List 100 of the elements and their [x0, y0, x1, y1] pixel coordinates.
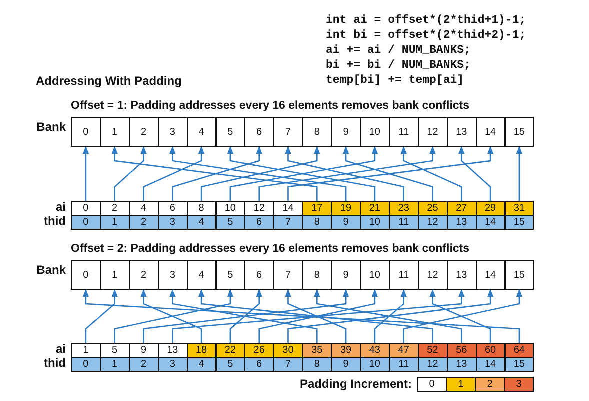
- thread-id-cell: 4: [186, 357, 216, 372]
- arrow: [172, 289, 465, 343]
- arrow: [172, 146, 262, 201]
- legend-swatch: 2: [475, 377, 505, 392]
- thread-id-cell: 3: [158, 215, 188, 230]
- bank-cell: 5: [216, 260, 246, 290]
- arrow: [258, 289, 378, 343]
- thread-id-cell: 9: [331, 215, 361, 230]
- legend-title: Padding Increment:: [300, 377, 412, 391]
- arrow: [82, 289, 520, 343]
- diagram-title: Addressing With Padding: [36, 74, 182, 88]
- thread-id-cell: 0: [71, 357, 101, 372]
- arrow: [430, 289, 492, 343]
- row-label: ai: [56, 200, 66, 214]
- bank-cell: 10: [360, 260, 390, 290]
- section-heading: Offset = 2: Padding addresses every 16 elements removes bank conflicts: [71, 243, 470, 255]
- thread-id-cell: 12: [418, 215, 448, 230]
- thread-id-cell: 13: [446, 215, 477, 230]
- thread-id-cell: 8: [302, 215, 332, 230]
- thread-id-cell: 14: [476, 357, 506, 372]
- address-cell: 8: [186, 201, 216, 216]
- address-cell: 0: [71, 201, 101, 216]
- bank-cell: 7: [273, 260, 304, 290]
- bank-cell: 11: [388, 117, 419, 147]
- bank-cell: 2: [128, 260, 159, 290]
- address-cell: 60: [476, 343, 506, 358]
- legend-swatch: 0: [417, 377, 447, 392]
- code-line: bi += bi / NUM_BANKS;: [326, 59, 471, 72]
- bank-cell: 13: [446, 117, 477, 147]
- thread-id-cell: 14: [476, 215, 506, 230]
- arrow: [516, 146, 523, 201]
- address-cell: 56: [446, 343, 477, 358]
- bank-cell: 0: [71, 117, 101, 147]
- row-label: Bank: [36, 263, 66, 277]
- bank-cell: 11: [388, 260, 419, 290]
- arrow: [403, 289, 523, 343]
- thread-id-cell: 0: [71, 215, 101, 230]
- thread-id-cell: 9: [331, 357, 361, 372]
- bank-cell: 12: [418, 260, 448, 290]
- arrow: [82, 146, 90, 201]
- legend-swatch: 1: [446, 377, 476, 392]
- row-label: thid: [44, 356, 66, 370]
- address-cell: 39: [331, 343, 361, 358]
- row-label: thid: [44, 214, 66, 228]
- address-cell: 43: [360, 343, 390, 358]
- bank-cell: 2: [128, 117, 159, 147]
- thread-id-cell: 11: [388, 215, 419, 230]
- bank-cell: 9: [331, 260, 361, 290]
- bank-cell: 0: [71, 260, 101, 290]
- thread-id-cell: 11: [388, 357, 419, 372]
- code-line: int bi = offset*(2*thid+2)-1;: [326, 29, 526, 42]
- thread-id-cell: 2: [128, 357, 159, 372]
- thread-id-cell: 6: [244, 215, 274, 230]
- arrow: [458, 146, 492, 201]
- address-cell: 52: [418, 343, 448, 358]
- arrow: [258, 146, 436, 201]
- bank-cell: 15: [504, 117, 534, 147]
- arrow: [342, 146, 434, 201]
- bank-cell: 13: [446, 260, 477, 290]
- bank-cell: 1: [100, 260, 130, 290]
- thread-id-cell: 1: [100, 215, 130, 230]
- arrow: [143, 146, 205, 201]
- arrow: [112, 146, 318, 201]
- bank-cell: 3: [158, 260, 188, 290]
- address-cell: 25: [418, 201, 448, 216]
- address-cell: 26: [244, 343, 274, 358]
- arrow: [230, 289, 262, 343]
- address-cell: 21: [360, 201, 390, 216]
- bank-cell: 8: [302, 117, 332, 147]
- address-cell: 1: [71, 343, 101, 358]
- arrow: [170, 289, 318, 343]
- arrow: [288, 146, 494, 201]
- arrow: [114, 146, 147, 201]
- code-line: ai += ai / NUM_BANKS;: [326, 44, 471, 57]
- thread-id-cell: 1: [100, 357, 130, 372]
- address-cell: 19: [331, 201, 361, 216]
- address-cell: 27: [446, 201, 477, 216]
- thread-id-cell: 12: [418, 357, 448, 372]
- address-cell: 31: [504, 201, 534, 216]
- bank-cell: 14: [476, 260, 506, 290]
- bank-cell: 10: [360, 117, 390, 147]
- bank-cell: 5: [216, 117, 246, 147]
- bank-cell: 7: [273, 117, 304, 147]
- thread-id-cell: 10: [360, 357, 390, 372]
- address-cell: 29: [476, 201, 506, 216]
- address-cell: 17: [302, 201, 332, 216]
- bank-cell: 3: [158, 117, 188, 147]
- arrow: [314, 289, 462, 343]
- thread-id-cell: 6: [244, 357, 274, 372]
- bank-cell: 14: [476, 117, 506, 147]
- bank-cell: 15: [504, 260, 534, 290]
- address-cell: 35: [302, 343, 332, 358]
- address-cell: 18: [186, 343, 216, 358]
- bank-cell: 1: [100, 117, 130, 147]
- address-cell: 23: [388, 201, 419, 216]
- section-heading: Offset = 1: Padding addresses every 16 elements removes bank conflicts: [71, 100, 470, 112]
- arrow: [285, 146, 404, 201]
- bank-cell: 9: [331, 117, 361, 147]
- bank-cell: 12: [418, 117, 448, 147]
- address-cell: 47: [388, 343, 419, 358]
